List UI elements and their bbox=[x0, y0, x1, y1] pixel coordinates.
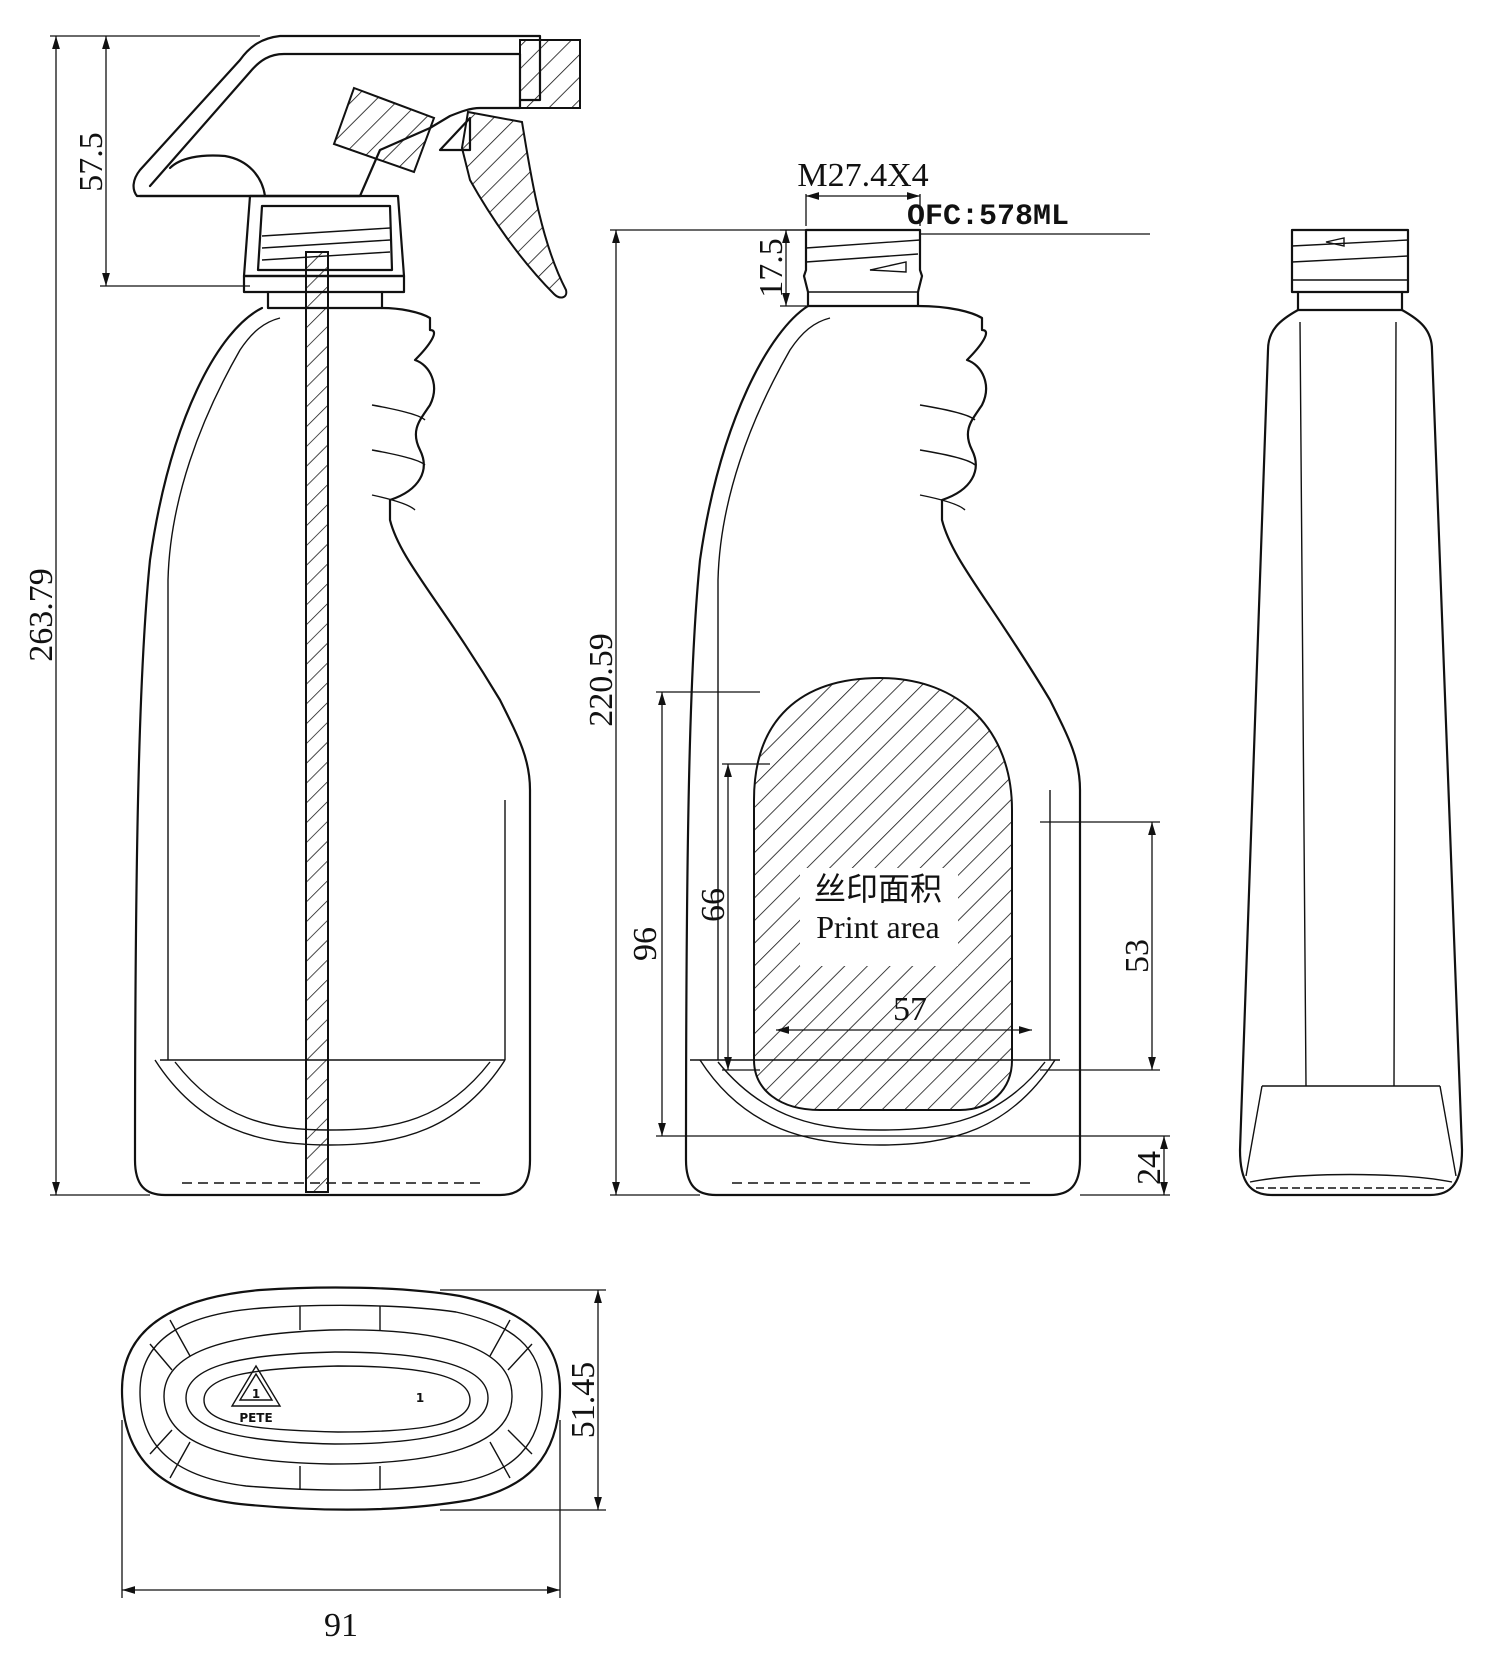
dim-sprayer-height: 57.5 bbox=[73, 36, 250, 287]
print-inner-height-label: 66 bbox=[695, 888, 732, 922]
base-depth-label: 51.45 bbox=[565, 1362, 602, 1439]
dim-total-height: 263.79 bbox=[23, 35, 260, 1196]
print-area-label-cn: 丝印面积 bbox=[814, 871, 942, 907]
bottle-height-label: 220.59 bbox=[583, 633, 620, 727]
total-height-label: 263.79 bbox=[23, 568, 60, 662]
dim-print-inner-height: 66 bbox=[695, 763, 770, 1071]
bottle-front-view: 丝印面积 Print area bbox=[684, 228, 1082, 1197]
neck-height-label: 17.5 bbox=[753, 238, 790, 298]
bottle-side-view bbox=[1238, 228, 1464, 1197]
dim-bottle-height: 220.59 bbox=[583, 229, 806, 1196]
recycle-code: 1 bbox=[252, 1387, 260, 1401]
dim-capacity: OFC:578ML bbox=[907, 200, 1150, 235]
sprayer-height-label: 57.5 bbox=[73, 132, 110, 192]
dim-thread: M27.4X4 bbox=[797, 157, 929, 226]
base-height-label: 24 bbox=[1131, 1151, 1168, 1185]
dim-base-height: 24 bbox=[1080, 1136, 1170, 1196]
dim-print-right-height: 53 bbox=[1040, 821, 1160, 1071]
recycle-material: PETE bbox=[239, 1411, 272, 1425]
bottle-bottom-view: 1 PETE 1 bbox=[120, 1286, 562, 1511]
thread-spec-label: M27.4X4 bbox=[797, 157, 928, 194]
dim-print-width: 57 bbox=[776, 991, 1032, 1034]
dim-print-outer-height: 96 bbox=[627, 691, 1170, 1137]
print-width-label: 57 bbox=[893, 991, 927, 1028]
capacity-label: OFC:578ML bbox=[907, 200, 1069, 234]
dim-neck-height: 17.5 bbox=[753, 229, 808, 307]
base-width-label: 91 bbox=[324, 1607, 358, 1644]
dim-base-width: 91 bbox=[121, 1420, 561, 1644]
print-area-label-en: Print area bbox=[816, 909, 940, 945]
print-right-height-label: 53 bbox=[1119, 939, 1156, 973]
sprayer-front-view bbox=[132, 34, 581, 1197]
print-outer-height-label: 96 bbox=[627, 927, 664, 961]
mold-mark: 1 bbox=[416, 1391, 424, 1405]
dim-base-depth: 51.45 bbox=[440, 1289, 606, 1511]
recycle-icon: 1 PETE bbox=[230, 1364, 282, 1425]
